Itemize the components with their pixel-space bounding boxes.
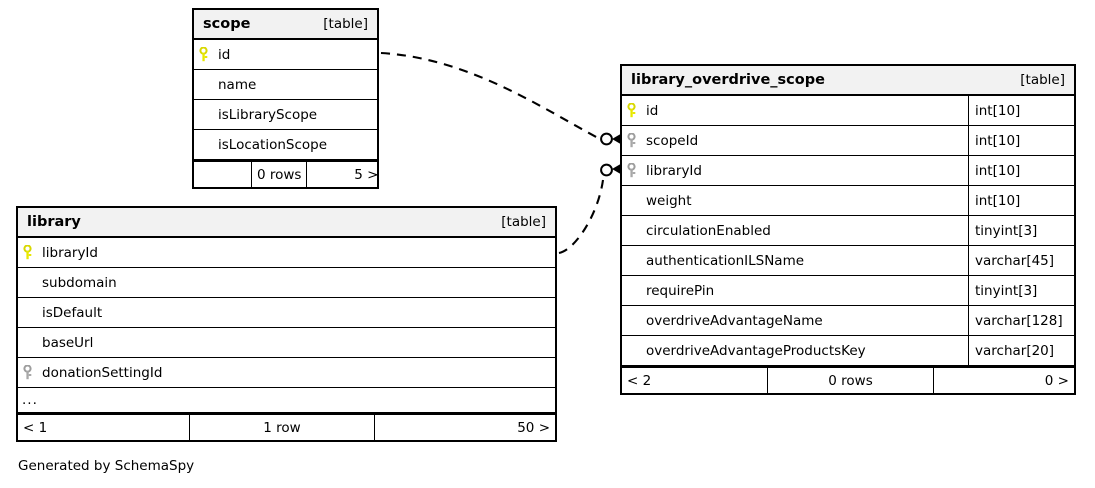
- table-row[interactable]: isLocationScope: [194, 130, 377, 160]
- table-row[interactable]: libraryId int[10]: [622, 156, 1074, 186]
- column-name: isDefault: [42, 304, 103, 321]
- footer-next-page[interactable]: 0 >: [1044, 372, 1069, 389]
- table-library-overdrive-scope-header: library_overdrive_scope [table]: [622, 66, 1074, 96]
- key-icon-primary: [18, 238, 36, 267]
- column-name: subdomain: [42, 274, 117, 291]
- table-row[interactable]: donationSettingId: [18, 358, 555, 388]
- key-slot-empty: [622, 186, 640, 215]
- column-type: int[10]: [968, 96, 1074, 125]
- table-scope-header: scope [table]: [194, 10, 377, 40]
- column-name: requirePin: [646, 282, 715, 299]
- key-icon-primary: [622, 96, 640, 125]
- generated-by-caption: Generated by SchemaSpy: [18, 458, 195, 474]
- table-row[interactable]: scopeId int[10]: [622, 126, 1074, 156]
- column-name: circulationEnabled: [646, 222, 771, 239]
- edge-library-zero-marker: [600, 163, 613, 177]
- key-slot-empty: [18, 328, 36, 357]
- table-row[interactable]: overdriveAdvantageProductsKey varchar[20…: [622, 336, 1074, 366]
- column-type: int[10]: [968, 126, 1074, 155]
- key-slot-empty: [622, 336, 640, 365]
- footer-prev-page[interactable]: < 1: [18, 415, 190, 440]
- table-row[interactable]: overdriveAdvantageName varchar[128]: [622, 306, 1074, 336]
- table-row[interactable]: baseUrl: [18, 328, 555, 358]
- table-scope-tag: [table]: [323, 16, 368, 32]
- footer-row-count: 0 rows: [768, 368, 934, 393]
- edge-scope-zero-marker: [600, 132, 613, 146]
- column-name: overdriveAdvantageName: [646, 312, 823, 329]
- column-type: varchar[45]: [968, 246, 1074, 275]
- table-library-header: library [table]: [18, 208, 555, 238]
- edge-scope-to-scopeid: [380, 51, 601, 140]
- table-row[interactable]: isLibraryScope: [194, 100, 377, 130]
- column-type: varchar[128]: [968, 306, 1074, 335]
- key-slot-empty: [194, 70, 212, 99]
- table-row[interactable]: id int[10]: [622, 96, 1074, 126]
- table-row[interactable]: circulationEnabled tinyint[3]: [622, 216, 1074, 246]
- key-slot-empty: [622, 246, 640, 275]
- table-scope-footer: 0 rows 5 >: [194, 160, 378, 187]
- key-slot-empty: [18, 268, 36, 297]
- key-icon-foreign: [622, 126, 640, 155]
- key-icon-foreign: [18, 358, 36, 387]
- table-row[interactable]: authenticationILSName varchar[45]: [622, 246, 1074, 276]
- key-icon-primary: [194, 40, 212, 69]
- edge-library-to-libraryid: [558, 179, 605, 255]
- column-name: libraryId: [646, 162, 702, 179]
- column-type: int[10]: [968, 186, 1074, 215]
- column-name: donationSettingId: [42, 364, 163, 381]
- table-scope[interactable]: scope [table] id name isLibraryScope isL: [192, 8, 379, 189]
- table-row[interactable]: subdomain: [18, 268, 555, 298]
- table-library-tag: [table]: [501, 214, 546, 230]
- column-type: tinyint[3]: [968, 216, 1074, 245]
- more-columns-indicator: ...: [18, 388, 555, 413]
- footer-prev-page[interactable]: < 2: [622, 368, 768, 393]
- key-slot-empty: [622, 276, 640, 305]
- key-slot-empty: [18, 298, 36, 327]
- footer-prev-page[interactable]: [194, 162, 252, 187]
- table-library-overdrive-scope-tag: [table]: [1020, 72, 1065, 88]
- column-name: isLocationScope: [218, 136, 328, 153]
- footer-next-page[interactable]: 50 >: [517, 419, 550, 436]
- key-slot-empty: [622, 216, 640, 245]
- column-name: authenticationILSName: [646, 252, 805, 269]
- table-library-overdrive-scope-footer: < 2 0 rows 0 >: [622, 366, 1074, 393]
- key-icon-foreign: [622, 156, 640, 185]
- column-name: baseUrl: [42, 334, 94, 351]
- table-library-footer: < 1 1 row 50 >: [18, 413, 555, 440]
- table-row[interactable]: id: [194, 40, 377, 70]
- table-row[interactable]: name: [194, 70, 377, 100]
- column-name: name: [218, 76, 257, 93]
- table-library-name: library: [27, 214, 81, 230]
- table-row[interactable]: libraryId: [18, 238, 555, 268]
- table-scope-name: scope: [203, 16, 251, 32]
- key-slot-empty: [622, 306, 640, 335]
- table-row[interactable]: requirePin tinyint[3]: [622, 276, 1074, 306]
- column-name: id: [218, 46, 231, 63]
- footer-next-page[interactable]: 5 >: [354, 166, 379, 183]
- column-name: overdriveAdvantageProductsKey: [646, 342, 866, 359]
- column-name: scopeId: [646, 132, 699, 149]
- column-type: varchar[20]: [968, 336, 1074, 365]
- table-row[interactable]: weight int[10]: [622, 186, 1074, 216]
- table-library-overdrive-scope[interactable]: library_overdrive_scope [table] id int[1…: [620, 64, 1076, 395]
- key-slot-empty: [194, 130, 212, 159]
- key-slot-empty: [194, 100, 212, 129]
- column-name: isLibraryScope: [218, 106, 318, 123]
- table-library[interactable]: library [table] libraryId subdomain isDe…: [16, 206, 557, 442]
- column-type: int[10]: [968, 156, 1074, 185]
- column-name: weight: [646, 192, 692, 209]
- column-type: tinyint[3]: [968, 276, 1074, 305]
- footer-row-count: 1 row: [190, 415, 375, 440]
- table-row[interactable]: isDefault: [18, 298, 555, 328]
- column-name: id: [646, 102, 659, 119]
- footer-row-count: 0 rows: [252, 162, 308, 187]
- column-name: libraryId: [42, 244, 98, 261]
- table-library-overdrive-scope-name: library_overdrive_scope: [631, 72, 825, 88]
